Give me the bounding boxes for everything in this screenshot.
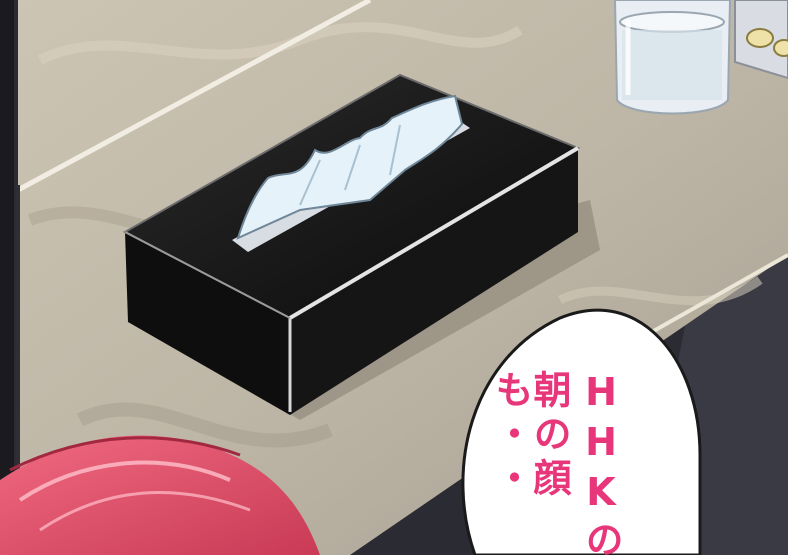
speech-bubble <box>461 308 702 555</box>
drinking-glass <box>613 0 732 115</box>
pill-blister-pack <box>734 0 788 80</box>
pink-hair <box>0 435 320 555</box>
speech-line-1: HHKの <box>579 370 623 555</box>
speech-bubble-text: HHKの 朝の顔も・・ <box>489 370 623 555</box>
panel-left-border <box>0 0 14 555</box>
tissue-box <box>122 73 600 420</box>
speech-line-2: 朝の顔も・・ <box>489 370 571 502</box>
